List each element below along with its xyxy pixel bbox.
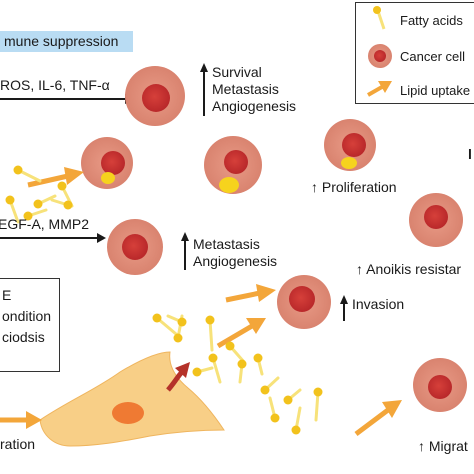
- up-arrow-survival: [200, 63, 208, 116]
- fatty-acid-group: [5, 165, 323, 435]
- lipid-uptake-arrow-3: [225, 284, 276, 303]
- anoikis-resistance-label: ↑ Anoikis resistar: [356, 261, 462, 277]
- vegf-mmp2-label: EGF-A, MMP2: [0, 216, 90, 232]
- migration-right-label: ↑ Migrat: [418, 438, 468, 454]
- banner-text: mune suppression: [4, 33, 119, 49]
- legend-fatty-acids: Fatty acids: [400, 13, 463, 28]
- survival-label-group: Survival Metastasis Angiogenesis: [212, 64, 296, 115]
- metastasis-label-2: Metastasis: [193, 236, 260, 252]
- lipid-uptake-icon: [367, 81, 392, 97]
- condition-line-3: ciodsis: [2, 329, 45, 345]
- fatty-acid: [291, 406, 302, 435]
- vegf-arrow: [0, 233, 106, 243]
- legend-cancer-cell: Cancer cell: [400, 49, 466, 64]
- metastasis-label: Metastasis: [212, 81, 279, 97]
- cancer-cell-lipid-2: [204, 136, 262, 194]
- up-arrow-invasion: [340, 295, 348, 321]
- migration-left-label: ration: [0, 436, 36, 452]
- fatty-acid: [23, 208, 48, 221]
- cancer-cell-icon: [368, 44, 392, 68]
- condition-line-2: ondition: [2, 308, 52, 324]
- fatty-acid: [237, 359, 247, 384]
- survival-label: Survival: [212, 64, 262, 80]
- lipid-uptake-arrow-4: [354, 400, 402, 436]
- fatty-acid: [268, 396, 280, 423]
- lipid-uptake-arrow-1: [27, 167, 84, 188]
- fatty-acid: [166, 314, 187, 327]
- fatty-acid: [205, 315, 215, 352]
- cancer-cell-invasion: [277, 275, 331, 329]
- condition-line-1: E: [2, 287, 12, 303]
- angiogenesis-label: Angiogenesis: [212, 98, 297, 114]
- fatty-acid: [283, 388, 302, 405]
- lipid-uptake-arrow-2: [216, 318, 266, 349]
- ros-arrow: [0, 94, 134, 104]
- ros-il6-tnfa-label: ROS, IL-6, TNF-α: [0, 77, 110, 93]
- fatty-acid: [208, 353, 222, 384]
- legend-box: Fatty acids Cancer cell Lipid uptake: [355, 2, 474, 104]
- fatty-acid-release-arrow: [166, 362, 190, 392]
- fatty-acid: [50, 198, 73, 210]
- edge-letter: l: [468, 146, 472, 162]
- cancer-cell-top: [125, 66, 185, 126]
- proliferation-label: ↑ Proliferation: [311, 179, 397, 195]
- cancer-cell-proliferation: [324, 119, 376, 171]
- lipid-uptake-arrow-5: [0, 411, 42, 429]
- cancer-cell-metastasis: [107, 219, 163, 275]
- up-arrow-metastasis: [181, 232, 189, 270]
- fatty-acid: [192, 366, 214, 377]
- fatty-acid: [253, 353, 264, 376]
- cancer-cell-anoikis: [409, 193, 463, 247]
- fatty-acid: [5, 195, 20, 224]
- legend-icons: [367, 6, 392, 97]
- immune-suppression-banner: mune suppression: [0, 31, 133, 52]
- metastasis-label-group: Metastasis Angiogenesis: [193, 236, 277, 270]
- fatty-acid-icon: [373, 6, 386, 30]
- fatty-acid: [260, 376, 280, 395]
- fatty-acid: [33, 194, 57, 209]
- fatty-acid: [13, 165, 42, 183]
- legend-lipid-uptake: Lipid uptake: [400, 83, 471, 98]
- fatty-acid: [152, 313, 178, 336]
- cancer-cell-migration: [413, 358, 467, 412]
- angiogenesis-label-2: Angiogenesis: [193, 253, 278, 269]
- cancer-cell-lipid-1: [81, 137, 133, 189]
- invasion-label: Invasion: [352, 296, 405, 312]
- fibroblast-cell: [39, 351, 225, 447]
- condition-box: E ondition ciodsis: [0, 278, 60, 372]
- fatty-acid: [313, 387, 323, 422]
- fatty-acid: [225, 341, 246, 364]
